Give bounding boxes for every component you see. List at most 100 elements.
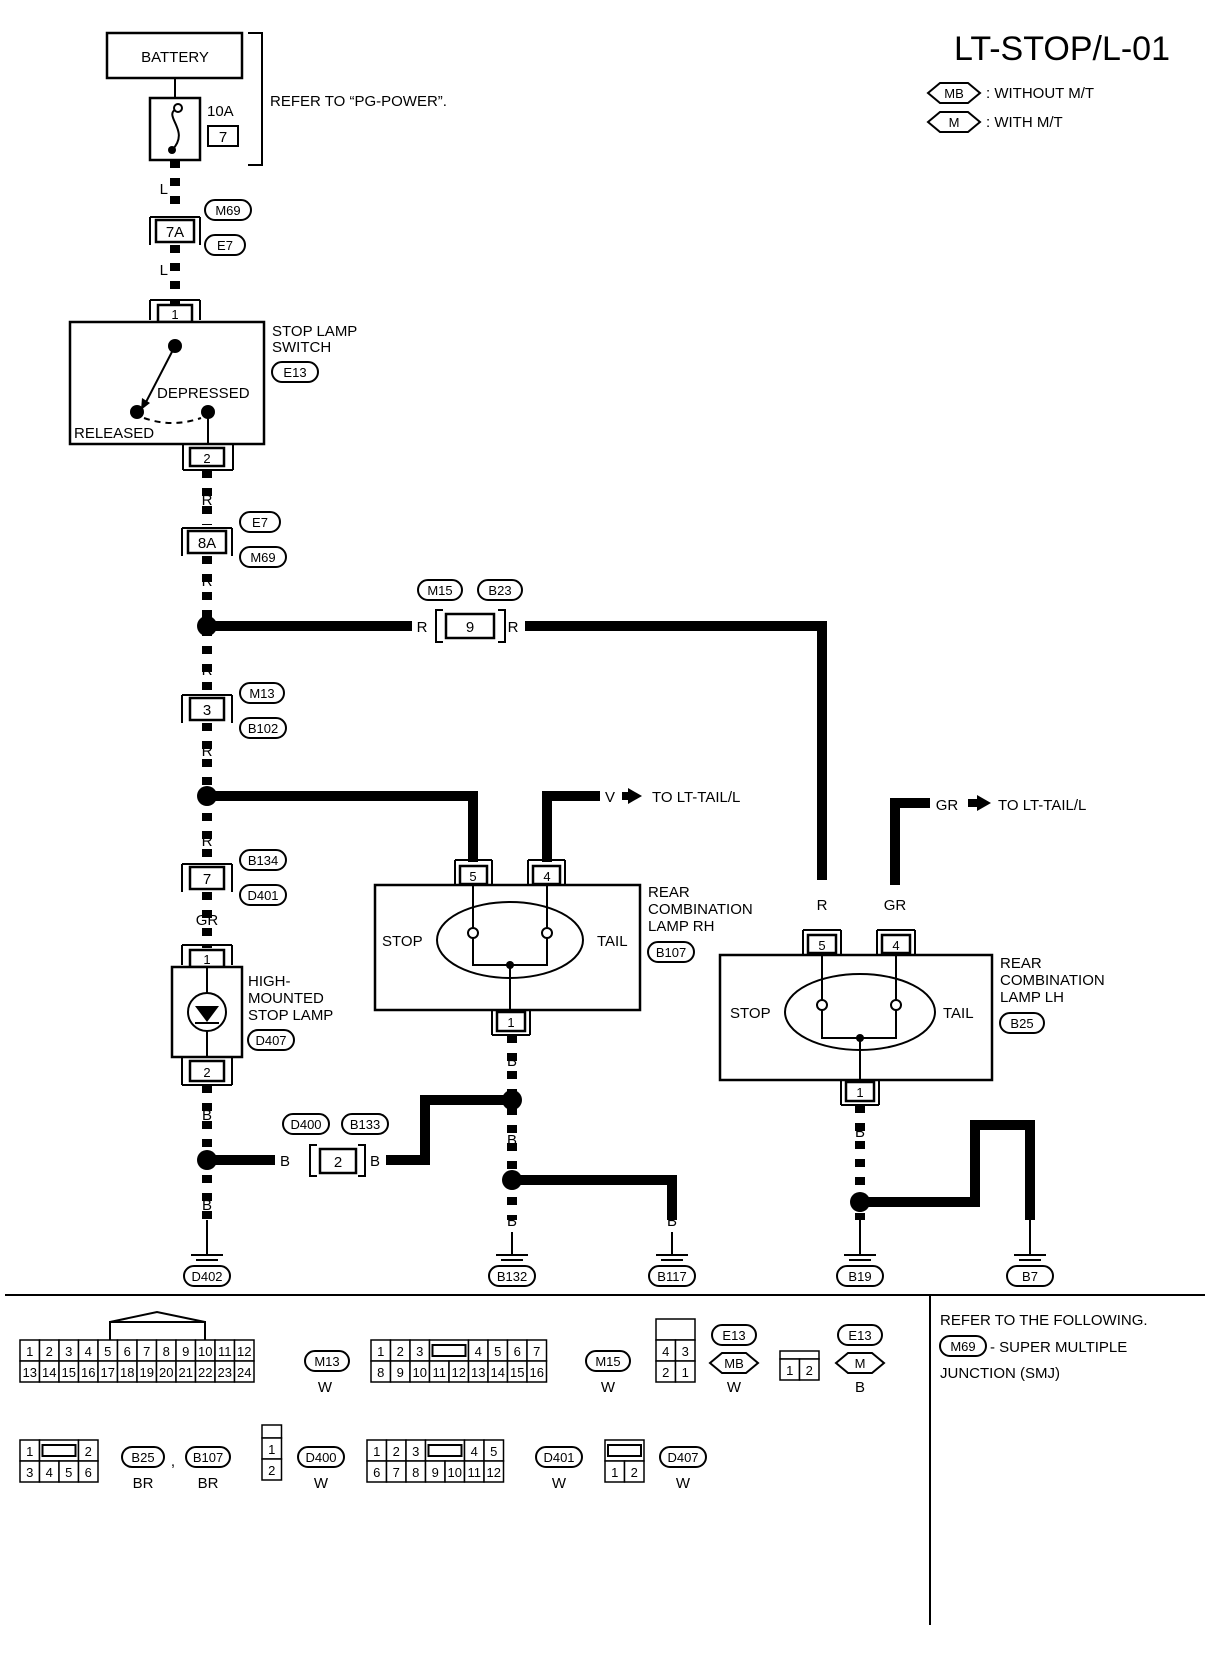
m15-pin: 11 bbox=[433, 1365, 447, 1380]
b25-pin: 6 bbox=[85, 1465, 92, 1480]
svg-text:3: 3 bbox=[203, 702, 211, 719]
e13mb-pin: 2 bbox=[662, 1365, 669, 1380]
m13-pin: 15 bbox=[62, 1365, 76, 1380]
svg-text:R: R bbox=[202, 662, 213, 679]
m15-pin: 8 bbox=[377, 1365, 384, 1380]
svg-text:1: 1 bbox=[171, 307, 178, 322]
svg-text:5: 5 bbox=[818, 938, 825, 953]
connector-2: 2 bbox=[309, 1144, 366, 1177]
m13-pin: 6 bbox=[124, 1344, 131, 1359]
m15-pin: 13 bbox=[471, 1365, 485, 1380]
d407-cell bbox=[623, 1460, 645, 1483]
d401-pin: 7 bbox=[393, 1465, 400, 1480]
tag-e7-2: E7 bbox=[252, 515, 268, 530]
svg-text:B7: B7 bbox=[1022, 1269, 1038, 1284]
svg-text:V: V bbox=[605, 789, 615, 806]
wire-l-1: L bbox=[160, 181, 168, 198]
tag-b102: B102 bbox=[248, 721, 278, 736]
legend-tag-mb: MB bbox=[944, 86, 964, 101]
e13mb-cell bbox=[655, 1318, 696, 1341]
svg-text:W: W bbox=[601, 1379, 616, 1396]
e13mb-pin: 3 bbox=[682, 1344, 689, 1359]
b25-pin: 5 bbox=[65, 1465, 72, 1480]
m13-pin: 8 bbox=[163, 1344, 170, 1359]
m13-pin: 21 bbox=[179, 1365, 193, 1380]
svg-text:GR: GR bbox=[884, 897, 907, 914]
svg-text:W: W bbox=[314, 1475, 329, 1492]
svg-text:W: W bbox=[727, 1379, 742, 1396]
m13-pin: 23 bbox=[218, 1365, 232, 1380]
d400-pin: 2 bbox=[268, 1463, 275, 1478]
footer-m15: M15 W bbox=[585, 1350, 631, 1396]
connector-3: 3 bbox=[181, 694, 233, 723]
svg-text:5: 5 bbox=[469, 869, 476, 884]
svg-text:B: B bbox=[370, 1153, 380, 1170]
svg-text:BR: BR bbox=[133, 1475, 154, 1492]
svg-text:1: 1 bbox=[507, 1015, 514, 1030]
fuse-amp: 10A bbox=[207, 103, 234, 120]
m15-cell bbox=[526, 1360, 548, 1383]
svg-text:M13: M13 bbox=[314, 1354, 339, 1369]
hmsl-name-1: HIGH- bbox=[248, 973, 291, 990]
svg-text:E13: E13 bbox=[722, 1328, 745, 1343]
m13-pin: 2 bbox=[46, 1344, 53, 1359]
d401-pin: 8 bbox=[412, 1465, 419, 1480]
svg-text:D401: D401 bbox=[543, 1450, 574, 1465]
m15-pin: 5 bbox=[494, 1344, 501, 1359]
m13-pin: 5 bbox=[104, 1344, 111, 1359]
d400-pin: 1 bbox=[268, 1442, 275, 1457]
d401-pin: 1 bbox=[373, 1444, 380, 1459]
tag-m69-2: M69 bbox=[250, 550, 275, 565]
e13mb-pin: 1 bbox=[682, 1365, 689, 1380]
d407-key bbox=[607, 1444, 642, 1457]
m15-pin: 12 bbox=[452, 1365, 466, 1380]
m15-pin: 7 bbox=[533, 1344, 540, 1359]
m13-pin: 9 bbox=[182, 1344, 189, 1359]
svg-text:REFER TO THE FOLLOWING.: REFER TO THE FOLLOWING. bbox=[940, 1312, 1148, 1329]
footer-m13: M13 W bbox=[109, 1310, 350, 1396]
m15-pin: 10 bbox=[413, 1365, 427, 1380]
m15-pin: 6 bbox=[514, 1344, 521, 1359]
svg-text:B117: B117 bbox=[657, 1269, 686, 1284]
tag-b134: B134 bbox=[248, 853, 278, 868]
svg-text:E13: E13 bbox=[848, 1328, 871, 1343]
tag-e7-1: E7 bbox=[217, 238, 233, 253]
m13-pin: 18 bbox=[120, 1365, 134, 1380]
d401-pin: 3 bbox=[412, 1444, 419, 1459]
tag-b107-1: B107 bbox=[656, 945, 686, 960]
svg-text:GR: GR bbox=[936, 797, 959, 814]
switch-depressed: DEPRESSED bbox=[157, 385, 250, 402]
m13-pin: 12 bbox=[237, 1344, 251, 1359]
fuse-7: 10A 7 bbox=[148, 96, 239, 162]
d401-pin: 10 bbox=[448, 1465, 462, 1480]
high-mounted-stop-lamp: 1 2 HIGH- MOUNTED STOP LAMP D407 bbox=[170, 944, 333, 1086]
connector-9: 9 bbox=[435, 609, 506, 643]
svg-text:B: B bbox=[855, 1124, 865, 1141]
e13mb-cell bbox=[674, 1360, 696, 1383]
tag-d400-1: D400 bbox=[290, 1117, 321, 1132]
svg-text:4: 4 bbox=[892, 938, 899, 953]
svg-text:B: B bbox=[202, 1107, 212, 1124]
m13-pin: 13 bbox=[23, 1365, 37, 1380]
rh-tail: TAIL bbox=[597, 933, 628, 950]
svg-text:B19: B19 bbox=[848, 1269, 871, 1284]
m13-pin: 17 bbox=[101, 1365, 115, 1380]
hmsl-name-3: STOP LAMP bbox=[248, 1007, 333, 1024]
legend-tag-m: M bbox=[949, 115, 960, 130]
svg-text:B25: B25 bbox=[131, 1450, 154, 1465]
d401-pin: 6 bbox=[373, 1465, 380, 1480]
lh-name-2: COMBINATION bbox=[1000, 972, 1105, 989]
svg-text:B: B bbox=[507, 1132, 517, 1149]
tag-d401-1: D401 bbox=[247, 888, 278, 903]
svg-text:B132: B132 bbox=[497, 1269, 527, 1284]
lh-tail: TAIL bbox=[943, 1005, 974, 1022]
svg-text:R: R bbox=[417, 619, 428, 636]
footer-e13-mb: E13 MB W bbox=[708, 1324, 760, 1396]
m13-pin: 20 bbox=[159, 1365, 173, 1380]
tag-b23: B23 bbox=[488, 583, 511, 598]
m13-pin: 22 bbox=[198, 1365, 212, 1380]
b25-pin: 2 bbox=[85, 1444, 92, 1459]
svg-text:9: 9 bbox=[466, 619, 474, 636]
wire-r-1: R bbox=[202, 492, 213, 509]
